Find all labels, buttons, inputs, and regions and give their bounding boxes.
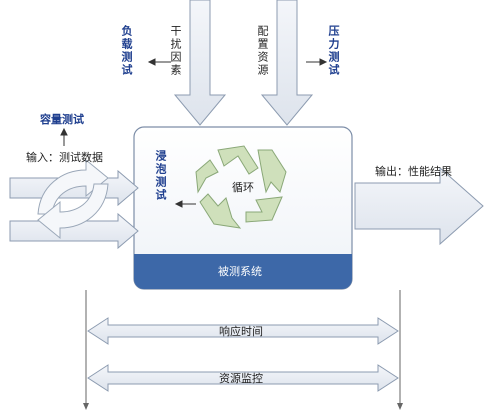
pressure-test-pointer-icon [319,58,328,66]
system-under-test-label: 被测系统 [218,265,262,278]
resource-monitor-arrow [87,364,399,392]
system-box [133,126,353,290]
capacity-test-label: 容量测试 [40,113,84,126]
label-pointer-arrows [60,58,328,208]
soak-test-pointer-icon [174,200,183,208]
response-time-label: 响应时间 [219,325,263,338]
input-label: 输入：测试数据 [26,151,103,164]
soak-test-label: 浸泡测试 [154,150,167,202]
response-time-arrow [87,317,399,345]
input-cycle-icon [37,158,109,240]
config-resource-arrow [260,0,314,126]
config-resource-label: 配置资源 [256,25,269,77]
output-arrow [354,166,484,246]
recycle-icon [195,145,287,229]
pressure-test-label: 压力测试 [327,25,340,77]
capacity-test-pointer-icon [60,127,68,136]
output-label: 输出：性能结果 [375,165,452,178]
interference-arrow [173,0,227,126]
resource-monitor-label: 资源监控 [219,372,263,385]
load-test-label: 负载测试 [120,25,133,77]
load-test-pointer-icon [147,58,156,66]
interference-label: 干扰因素 [169,25,182,77]
cycle-label: 循环 [232,181,254,194]
system-under-test-bar [134,254,352,289]
timeline-lines [83,290,403,410]
